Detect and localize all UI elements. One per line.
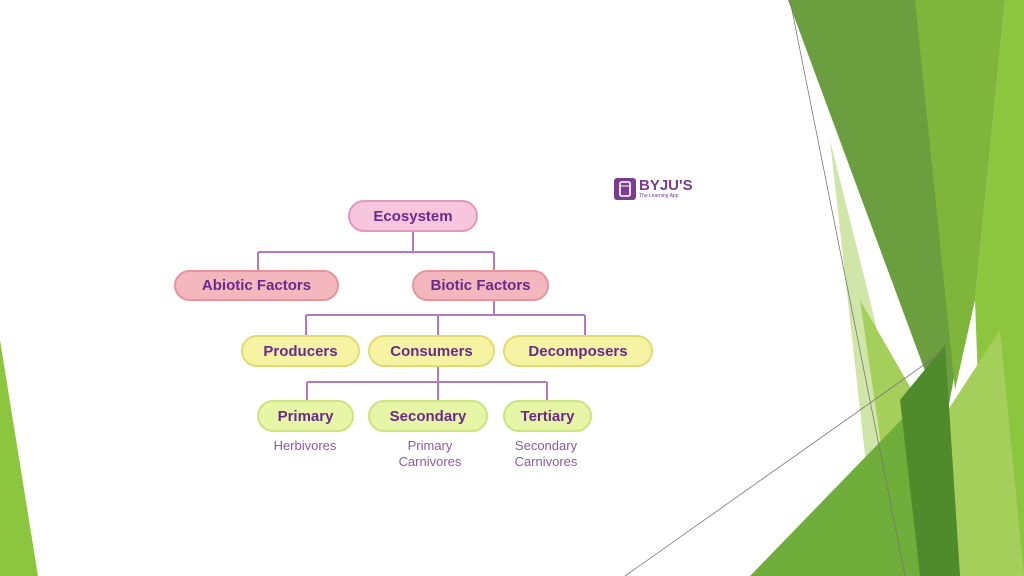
tertiary-description: Secondary Carnivores: [496, 438, 596, 470]
node-biotic-factors: Biotic Factors: [412, 270, 549, 301]
tertiary-desc-line-2: Carnivores: [514, 454, 578, 469]
right-green-shape: [915, 0, 1005, 390]
logo-tagline: The Learning App: [639, 193, 679, 199]
bottom-dark-green-shape: [900, 345, 960, 576]
tertiary-desc-line-1: Secondary: [514, 438, 578, 453]
primary-description: Herbivores: [255, 438, 355, 454]
byjus-logo: BYJU'S The Learning App: [614, 178, 693, 200]
byjus-logo-icon: [614, 178, 636, 200]
node-producers: Producers: [241, 335, 360, 367]
node-consumers: Consumers: [368, 335, 495, 367]
secondary-description: Primary Carnivores: [380, 438, 480, 470]
primary-desc-line-1: Herbivores: [273, 438, 337, 453]
node-tertiary: Tertiary: [503, 400, 592, 432]
node-secondary: Secondary: [368, 400, 488, 432]
left-green-strip: [0, 340, 38, 576]
node-decomposers: Decomposers: [503, 335, 653, 367]
secondary-desc-line-2: Carnivores: [398, 454, 462, 469]
node-ecosystem: Ecosystem: [348, 200, 478, 232]
logo-name: BYJU'S: [639, 177, 693, 194]
right-dark-green-shape: [788, 0, 965, 425]
node-abiotic-factors: Abiotic Factors: [174, 270, 339, 301]
node-primary: Primary: [257, 400, 354, 432]
secondary-desc-line-1: Primary: [407, 438, 453, 453]
deco-line-2: [624, 349, 946, 576]
deco-line-1: [789, 0, 906, 576]
